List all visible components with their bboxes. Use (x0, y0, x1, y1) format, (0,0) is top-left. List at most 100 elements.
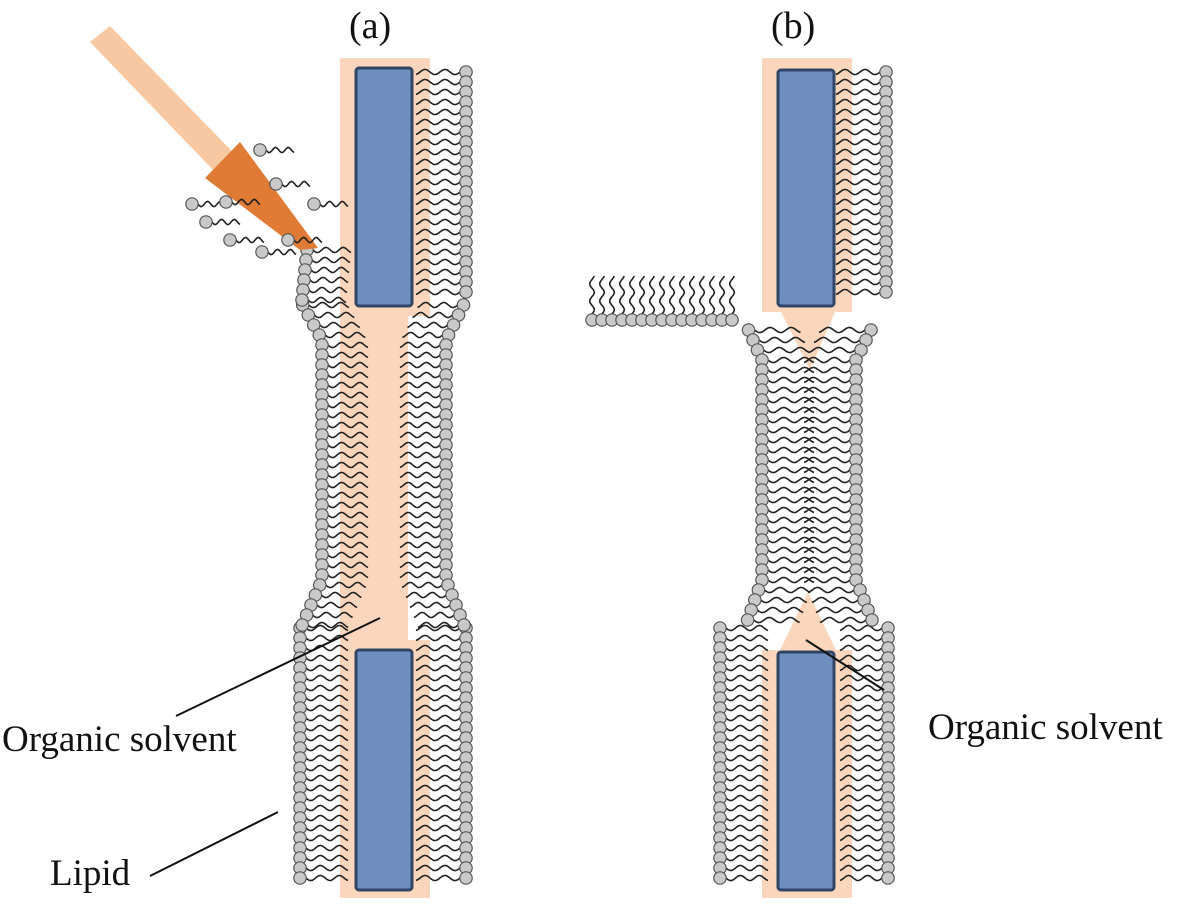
solvent-film-a (340, 300, 408, 640)
lipid-tail (835, 288, 881, 296)
lipid-tail (839, 684, 883, 692)
lipid-molecule (315, 348, 369, 362)
lipid-tail (267, 248, 297, 256)
lipid-molecule (835, 95, 893, 109)
lipid-tail (725, 684, 769, 692)
lipid-tail (835, 78, 881, 86)
lipid-head (879, 285, 893, 299)
leader-organic-solvent-b (805, 639, 885, 691)
lipid-tail (803, 566, 851, 574)
lipid-tail (803, 536, 851, 544)
lipid-molecule (803, 453, 863, 467)
lipid-molecule (315, 388, 369, 402)
lipid-tail (767, 536, 815, 544)
lipid-molecule (835, 115, 893, 129)
lipid-tail (415, 268, 461, 276)
lipid-tail (415, 218, 461, 226)
lipid-tail (803, 446, 851, 454)
lipid-tail (415, 744, 461, 752)
lipid-tail (839, 804, 883, 812)
lipid-tail (327, 471, 369, 479)
lipid-tail (415, 198, 461, 206)
lipid-tail (839, 834, 883, 842)
lipid-tail (839, 784, 883, 792)
lipid-tail (399, 411, 441, 419)
lipid-head (223, 233, 237, 247)
lipid-tail (767, 466, 815, 474)
lipid-molecule (399, 408, 453, 422)
lipid-molecule (298, 263, 350, 277)
lipid-molecule (835, 245, 893, 259)
lipid-tail (725, 824, 769, 832)
lipid-tail (415, 814, 461, 822)
lipid-molecule (401, 578, 455, 592)
lipid-head (253, 143, 267, 157)
lipid-tail (725, 854, 769, 862)
lipid-tail (839, 734, 883, 742)
lipid-tail (767, 416, 815, 424)
lipid-tail (399, 461, 441, 469)
lipid-tail (327, 481, 369, 489)
lipid-tail (756, 606, 804, 614)
lipid-tail (725, 774, 769, 782)
lipid-molecule (755, 543, 815, 557)
lipid-molecule (595, 275, 609, 327)
lipid-tail (835, 258, 881, 266)
lipid-molecule (839, 851, 895, 865)
lipid-tail (305, 624, 349, 632)
lipid-molecule (803, 443, 863, 457)
lipid-tail (399, 511, 441, 519)
lipid-molecule (415, 95, 473, 109)
organic-solvent-label-b: Organic solvent (928, 707, 1163, 748)
lipid-molecule (399, 358, 453, 372)
lipid-molecule (835, 195, 893, 209)
lipid-tail (813, 336, 861, 344)
lipid-tail (415, 148, 461, 156)
lipid-head (199, 215, 213, 229)
lipid-molecule (755, 403, 815, 417)
lipid-molecule (713, 721, 769, 735)
lipid-tail (211, 218, 241, 226)
lipid-molecule (839, 861, 895, 875)
lipid-molecule (315, 418, 369, 432)
lipid-molecule (415, 791, 473, 805)
lipid-tail (402, 331, 444, 339)
lipid-molecule (415, 265, 473, 279)
lipid-molecule (415, 801, 473, 815)
lipid-tail (725, 724, 769, 732)
lipid-tail (803, 486, 851, 494)
lipid-tail (399, 381, 441, 389)
lipid-tail (415, 258, 461, 266)
lipid-molecule (605, 275, 619, 327)
lipid-tail (415, 188, 461, 196)
lipid-molecule (839, 641, 895, 655)
lipid-tail (312, 611, 353, 619)
lipid-molecule (725, 275, 739, 327)
lipid-molecule (835, 105, 893, 119)
lipid-molecule (803, 433, 863, 447)
lipid-molecule (839, 791, 895, 805)
lipid-tail (698, 275, 706, 315)
lipid-tail (811, 596, 859, 604)
lipid-tail (767, 546, 815, 554)
lipid-molecule (713, 661, 769, 675)
lipid-tail (725, 674, 769, 682)
lipid-molecule (315, 338, 369, 352)
lipid-tail (767, 376, 815, 384)
lipid-tail (235, 236, 265, 244)
lipid-molecule (315, 438, 369, 452)
lipid-tail (311, 256, 351, 264)
lipid-tail (803, 556, 851, 564)
lipid-tail (415, 824, 461, 832)
lipid-molecule (755, 483, 815, 497)
lipid-tail (327, 431, 369, 439)
lipid-molecule (705, 275, 719, 327)
panel-b-label: (b) (771, 5, 816, 47)
lipid-molecule (839, 801, 895, 815)
lipid-tail (415, 178, 461, 186)
lipid-tail (415, 854, 461, 862)
lipid-tail (415, 208, 461, 216)
solvent-meniscus-top-b (780, 310, 836, 370)
lipid-molecule (399, 508, 453, 522)
lipid-tail (835, 118, 881, 126)
